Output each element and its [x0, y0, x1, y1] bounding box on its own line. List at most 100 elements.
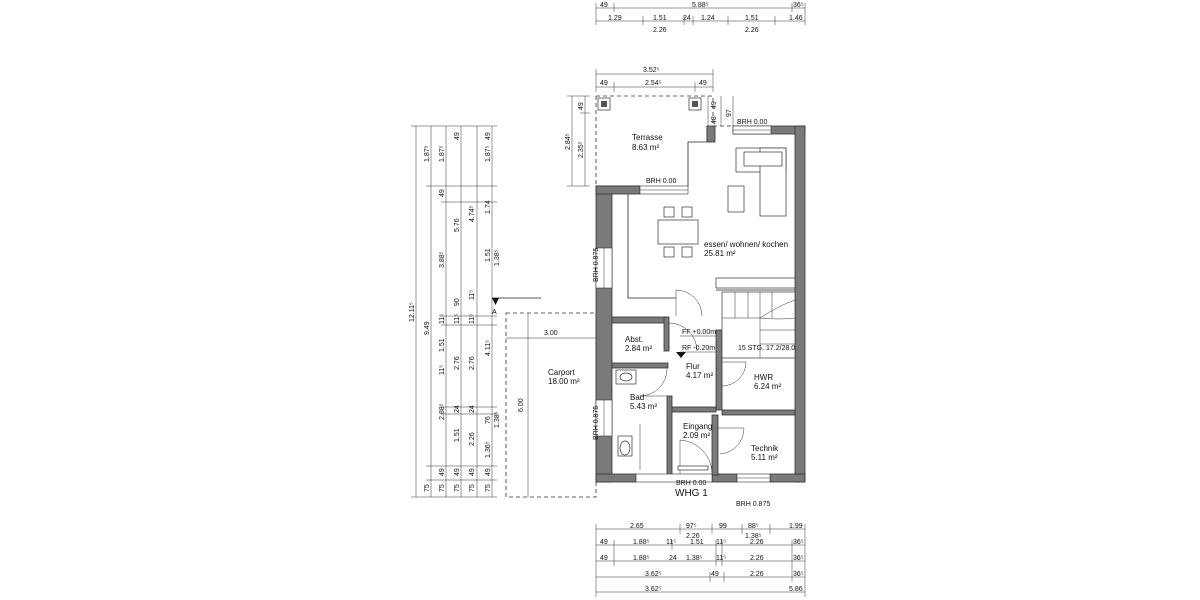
dim-b4-2: 49	[711, 571, 719, 578]
dim-top-7: 1.24	[701, 15, 715, 22]
dim-l-c5-2: 11⁵	[469, 290, 476, 300]
terrace-name: Terrasse	[632, 133, 663, 142]
dim-b3-6: 2.26	[750, 555, 764, 562]
dim-b3-7: 36⁵	[793, 555, 804, 562]
dim-b2-2: 1.88⁵	[633, 539, 650, 546]
dim-l-c6-4: 1.51	[485, 248, 492, 262]
dim-tv-3: 2.35⁵	[578, 141, 585, 158]
dim-terrace-4: 49	[699, 80, 707, 87]
dim-b2-1: 49	[600, 539, 608, 546]
dim-b3-3: 24	[669, 555, 677, 562]
dim-l-c6-2: 1.87⁵	[485, 145, 492, 162]
dim-b3-1: 49	[600, 555, 608, 562]
carport-depth: 6.00	[518, 398, 525, 412]
dim-terrace-3: 2.54⁵	[645, 80, 662, 87]
terrace-area: 8.63 m²	[632, 143, 659, 152]
dim-b3-4: 1.38⁵	[686, 555, 703, 562]
carport-name: Carport	[548, 368, 575, 377]
section-label: A	[492, 309, 497, 316]
section-marker-a: A	[492, 297, 541, 316]
dim-tv-4: 48	[711, 116, 718, 124]
dim-b1-6: 2.26	[686, 533, 700, 540]
stairs-label: 15 STG. 17.2/28.0	[738, 345, 795, 352]
dim-top-8: 1.51	[745, 15, 759, 22]
dim-top-3: 36⁵	[793, 2, 804, 9]
top-dimensions: 49 5.88⁵ 36⁵ 1.29 1.51 24 1.24 1.51 1.46…	[595, 2, 806, 92]
dim-l-c3-1: 1.87⁵	[439, 145, 446, 162]
brh-technik: BRH 0.875	[736, 501, 770, 508]
terrace-vertical-dims: 49 2.84⁵ 2.35⁵ 48 49 97	[565, 95, 734, 187]
dim-top-9: 1.46	[789, 15, 803, 22]
flur-area: 4.17 m²	[686, 371, 713, 380]
technik-area: 5.11 m²	[751, 453, 778, 462]
dim-b4-1: 3.62⁵	[645, 571, 662, 578]
terrace: Terrasse 8.63 m² BRH 0.00 BRH 0.00	[595, 95, 767, 187]
dim-l-c6-5: 1.38⁵	[494, 249, 501, 266]
technik-name: Technik	[751, 444, 779, 453]
brh-entrance: BRH 0.00	[676, 480, 706, 487]
dim-l-c4-8: 49	[454, 468, 461, 476]
dim-top-11: 2.26	[745, 27, 759, 34]
windows	[595, 125, 772, 483]
living-area: 25.81 m²	[704, 249, 736, 258]
dim-l-c4-1: 49	[454, 132, 461, 140]
dim-terrace-1: 3.52⁵	[643, 67, 660, 74]
dim-b5-1: 3.62⁵	[645, 586, 662, 593]
carport: 3.00 6.00 Carport 18.00 m²	[505, 312, 597, 498]
dim-l-c2-3: 75	[424, 484, 431, 492]
dim-l-total: 12.11⁵	[409, 302, 416, 322]
dim-l-c4-5: 2.76	[454, 356, 461, 370]
dim-l-c5-7: 49	[469, 468, 476, 476]
eingang-name: Eingang	[683, 422, 712, 431]
dim-l-c4-9: 75	[454, 484, 461, 492]
dim-b1-2: 97⁵	[686, 523, 697, 530]
dim-b2-7: 36⁵	[793, 539, 804, 546]
dim-b2-6: 2.26	[750, 539, 764, 546]
bad-name: Bad	[630, 393, 644, 402]
dining-table	[657, 206, 699, 258]
living-outline	[627, 194, 676, 299]
dim-top-10: 2.26	[653, 27, 667, 34]
dim-l-c3-7: 2.88⁵	[439, 403, 446, 420]
dim-b3-2: 1.88⁵	[633, 555, 650, 562]
dim-b4-4: 36⁵	[793, 571, 804, 578]
brh-terrace: BRH 0.00	[737, 119, 767, 126]
eingang-area: 2.09 m²	[683, 431, 710, 440]
door-living	[675, 289, 703, 317]
dim-l-c5-1: 4.74⁵	[469, 205, 476, 222]
dim-tv-6: 97	[726, 109, 733, 117]
dim-b1-7: 1.38⁵	[745, 533, 762, 540]
dim-l-c6-1: 49	[485, 132, 492, 140]
dim-l-c5-8: 75	[469, 484, 476, 492]
dim-b5-2: 5.86	[789, 586, 803, 593]
dim-l-c6-9: 1.36⁵	[485, 441, 492, 458]
staircase: 15 STG. 17.2/28.0	[721, 291, 796, 359]
dim-l-c5-6: 2.26	[469, 432, 476, 446]
sofa	[727, 147, 787, 217]
dim-l-c3-9: 75	[439, 484, 446, 492]
dim-l-c5-5: 24	[469, 405, 476, 413]
dim-b2-5: 11⁵	[716, 539, 726, 546]
dim-l-c3-6: 11⁵	[439, 365, 446, 375]
dim-b1-1: 2.65	[630, 523, 644, 530]
abst-name: Abst.	[625, 335, 643, 344]
dim-terrace-2: 49	[600, 80, 608, 87]
dim-l-c6-11: 75	[485, 484, 492, 492]
dim-l-c6-3: 1.74	[485, 200, 492, 214]
dim-tv-2: 2.84⁵	[565, 133, 572, 150]
brh-living: BRH 0.00	[646, 178, 676, 185]
dim-l-c3-8: 49	[439, 468, 446, 476]
dim-l-c4-2: 5.76	[454, 218, 461, 232]
dim-l-c6-7: 76	[485, 416, 492, 424]
dim-top-5: 1.51	[653, 15, 667, 22]
flur-name: Flur	[686, 362, 700, 371]
dim-l-c3-3: 3.88⁵	[439, 251, 446, 268]
dim-l-c6-6: 4.11⁵	[485, 340, 492, 356]
dim-tv-1: 49	[578, 102, 585, 110]
ff-level: FF +0.00m	[682, 329, 716, 336]
dim-b3-5: 11⁵	[716, 555, 726, 562]
dim-l-c3-2: 49	[439, 189, 446, 197]
dim-l-c5-4: 2.76	[469, 356, 476, 370]
abst-area: 2.84 m²	[625, 344, 652, 353]
dim-b1-3: 99	[719, 523, 727, 530]
